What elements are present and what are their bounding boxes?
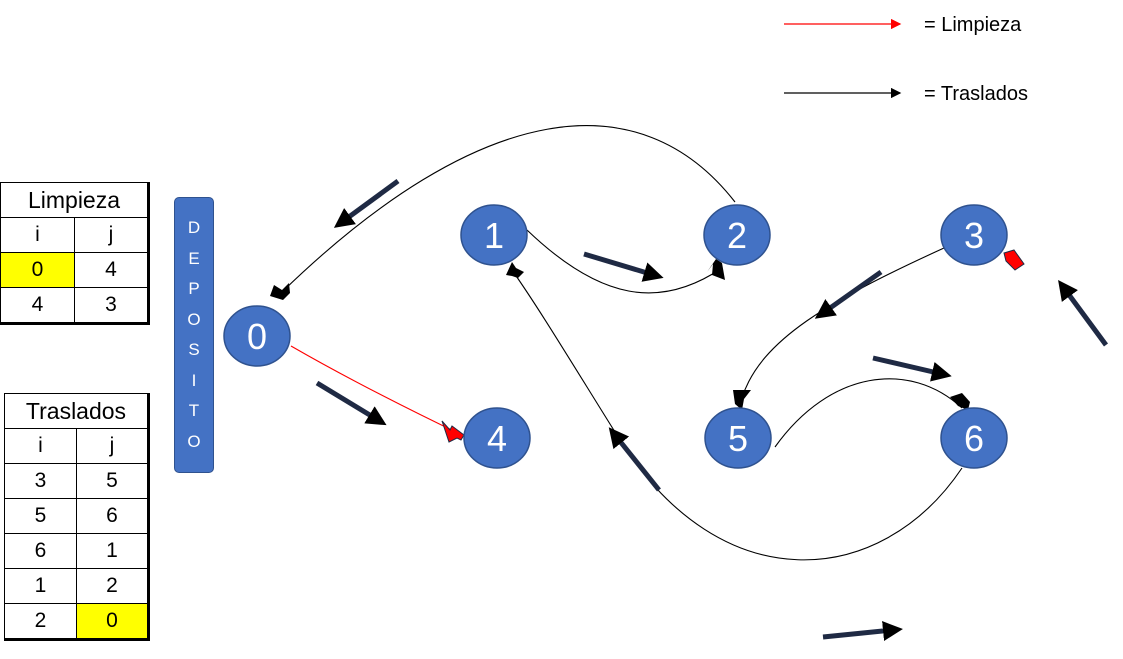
node-3-label: 3 bbox=[964, 215, 984, 256]
direction-arrow bbox=[814, 269, 883, 319]
arrowhead-0 bbox=[270, 283, 290, 300]
table-row: 2 0 bbox=[4, 603, 149, 640]
deposito-letter: P bbox=[188, 279, 200, 298]
traslados-table-title: Traslados bbox=[4, 393, 149, 429]
table-cell: 0 bbox=[76, 603, 149, 640]
column-header-i: i bbox=[0, 217, 75, 253]
arrowhead-5 bbox=[733, 390, 751, 410]
table-cell: 6 bbox=[76, 498, 149, 534]
table-cell: 4 bbox=[74, 252, 149, 288]
table-cell: 1 bbox=[76, 533, 149, 569]
arrowhead-6 bbox=[950, 393, 970, 410]
arrowhead-4 bbox=[441, 420, 465, 443]
legend: = Limpieza = Traslados bbox=[784, 14, 1028, 105]
deposito-letter: S bbox=[188, 340, 200, 359]
table-row: 0 4 bbox=[0, 252, 149, 288]
table-row: 5 6 bbox=[4, 498, 149, 534]
limpieza-table-title: Limpieza bbox=[0, 182, 149, 218]
edge-5-6 bbox=[774, 378, 963, 448]
column-header-j: j bbox=[76, 428, 149, 464]
node-6: 6 bbox=[940, 407, 1008, 469]
node-2: 2 bbox=[703, 204, 771, 266]
table-row: 6 1 bbox=[4, 533, 149, 569]
direction-arrow bbox=[872, 355, 952, 382]
table-row: 3 5 bbox=[4, 463, 149, 499]
node-0-label: 0 bbox=[247, 316, 267, 357]
direction-arrow bbox=[333, 178, 400, 228]
edge-2-0 bbox=[281, 125, 736, 293]
deposito-letter: E bbox=[188, 248, 200, 268]
node-5-label: 5 bbox=[728, 418, 748, 459]
direction-arrow bbox=[1058, 279, 1109, 347]
node-1: 1 bbox=[460, 204, 528, 266]
legend-limpieza-label: = Limpieza bbox=[924, 14, 1022, 36]
direction-arrow bbox=[822, 621, 903, 641]
direction-arrow bbox=[315, 380, 387, 426]
node-4: 4 bbox=[463, 407, 531, 469]
deposito-letter: T bbox=[188, 401, 200, 420]
table-cell: 0 bbox=[0, 252, 75, 288]
table-header-row: i j bbox=[4, 428, 149, 464]
table-header-row: i j bbox=[0, 217, 149, 253]
table-row: 4 3 bbox=[0, 287, 149, 324]
deposito-letter: I bbox=[191, 370, 197, 390]
table-cell: 6 bbox=[4, 533, 77, 569]
deposito-letter: D bbox=[187, 218, 201, 237]
deposito-letter: O bbox=[187, 309, 201, 329]
node-6-label: 6 bbox=[964, 418, 984, 459]
table-cell: 5 bbox=[4, 498, 77, 534]
direction-arrow bbox=[608, 427, 661, 492]
arrowhead-2 bbox=[707, 259, 725, 280]
arrowhead-3 bbox=[1003, 249, 1025, 271]
edge-6-1 bbox=[511, 269, 963, 561]
direction-arrow bbox=[583, 251, 664, 282]
edge-1-2 bbox=[526, 229, 723, 294]
table-cell: 2 bbox=[76, 568, 149, 604]
edge-3-5 bbox=[741, 247, 945, 399]
edge-0-4 bbox=[290, 345, 463, 436]
column-header-j: j bbox=[74, 217, 149, 253]
table-title-row: Limpieza bbox=[0, 182, 149, 218]
table-cell: 3 bbox=[4, 463, 77, 499]
table-cell: 4 bbox=[0, 287, 75, 324]
table-title-row: Traslados bbox=[4, 393, 149, 429]
node-4-label: 4 bbox=[487, 418, 507, 459]
node-5: 5 bbox=[704, 407, 772, 469]
traslados-table: Traslados i j 3 5 5 6 6 1 1 2 2 0 bbox=[4, 393, 150, 641]
table-cell: 1 bbox=[4, 568, 77, 604]
node-3: 3 bbox=[940, 204, 1008, 266]
deposito-letter: O bbox=[187, 431, 201, 451]
arrowhead-1 bbox=[506, 262, 524, 278]
node-2-label: 2 bbox=[727, 215, 747, 256]
legend-traslados-label: = Traslados bbox=[924, 83, 1028, 105]
nodes: 0 1 2 3 4 5 6 bbox=[223, 204, 1008, 469]
node-0: 0 bbox=[223, 305, 291, 367]
table-cell: 5 bbox=[76, 463, 149, 499]
direction-arrows bbox=[315, 178, 1109, 641]
limpieza-table: Limpieza i j 0 4 4 3 bbox=[0, 182, 150, 325]
column-header-i: i bbox=[4, 428, 77, 464]
table-cell: 3 bbox=[74, 287, 149, 324]
deposito-box: D E P O S I T O bbox=[174, 197, 214, 473]
table-row: 1 2 bbox=[4, 568, 149, 604]
node-1-label: 1 bbox=[484, 215, 504, 256]
table-cell: 2 bbox=[4, 603, 77, 640]
edges bbox=[281, 125, 963, 561]
edge-arrowheads bbox=[270, 249, 1025, 443]
